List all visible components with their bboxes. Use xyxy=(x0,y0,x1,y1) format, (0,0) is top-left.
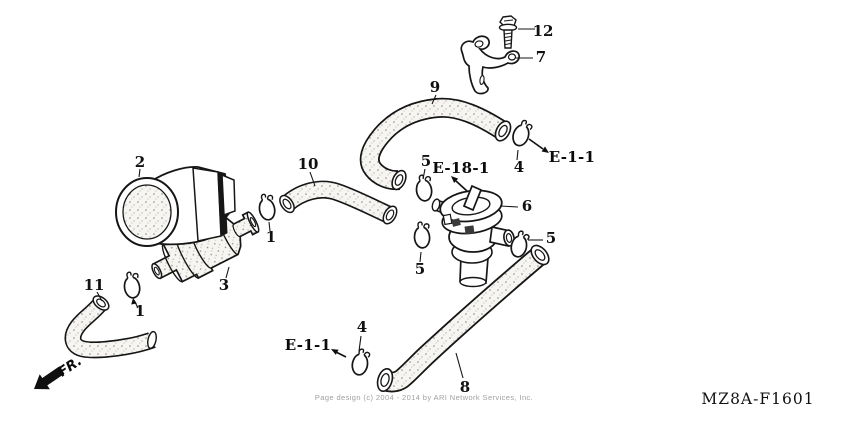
callout-clamp-hose-10[interactable]: 1 xyxy=(266,228,276,246)
callout-hose-10[interactable]: 10 xyxy=(298,155,319,173)
ref-e-18-1[interactable]: E-18-1 xyxy=(432,159,489,177)
bolt xyxy=(498,15,518,49)
front-arrow-icon xyxy=(34,366,65,390)
callout-control-valve[interactable]: 6 xyxy=(522,197,532,215)
callout-hose-11[interactable]: 11 xyxy=(84,276,105,294)
control-valve xyxy=(431,184,515,288)
callout-clamp-canister[interactable]: 1 xyxy=(135,302,145,320)
ref-e-1-1-bottom[interactable]: E-1-1 xyxy=(285,336,332,354)
callout-air-cleaner-cap[interactable]: 2 xyxy=(135,153,145,171)
hose-11 xyxy=(64,295,157,359)
callout-clamp-valve-top[interactable]: 5 xyxy=(421,152,431,170)
hose-9 xyxy=(359,97,512,191)
callout-bolt[interactable]: 12 xyxy=(533,22,554,40)
callout-bracket[interactable]: 7 xyxy=(536,48,546,66)
callout-clamp-valve-left[interactable]: 5 xyxy=(415,260,425,278)
diagram-part-code: MZ8A-F1601 xyxy=(701,390,814,408)
hose-10 xyxy=(279,180,398,225)
hose-8 xyxy=(376,244,550,393)
callout-hose-9[interactable]: 9 xyxy=(430,78,440,96)
callout-clamp-hose-8[interactable]: 4 xyxy=(357,318,367,336)
callout-canister[interactable]: 3 xyxy=(219,276,229,294)
callout-clamp-hose-9[interactable]: 4 xyxy=(514,158,524,176)
bracket xyxy=(460,35,520,95)
ref-arrows xyxy=(331,138,549,358)
leader-lines xyxy=(96,28,543,379)
ref-e-1-1-top[interactable]: E-1-1 xyxy=(549,148,596,166)
watermark-text: Page design (c) 2004 - 2014 by ARI Netwo… xyxy=(315,393,533,402)
callout-clamp-valve-right[interactable]: 5 xyxy=(546,229,556,247)
air-cleaner-cap xyxy=(115,166,236,247)
callout-hose-8[interactable]: 8 xyxy=(460,378,470,396)
